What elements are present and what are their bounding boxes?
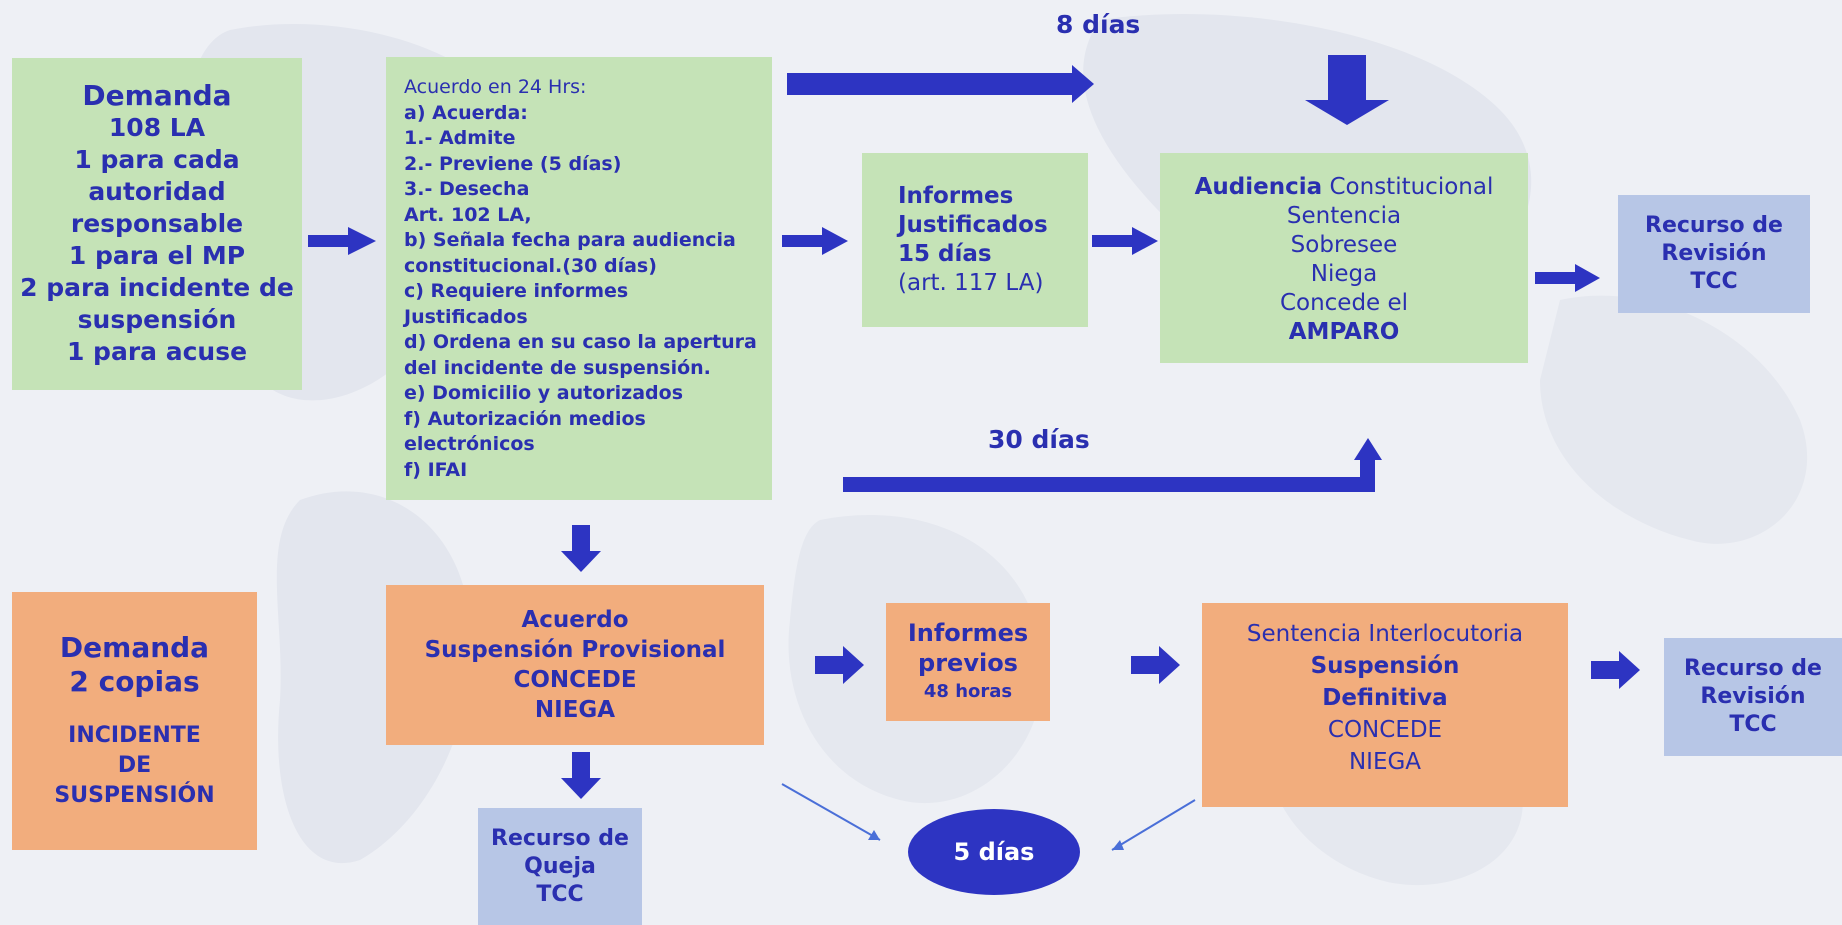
audiencia-amparo: AMPARO [1288, 319, 1400, 345]
acuerdo-line: f) Autorización medios [404, 407, 646, 430]
demanda-line: autoridad [88, 177, 226, 206]
recurso-line: Recurso de [1645, 213, 1783, 238]
demanda-line: 108 LA [108, 113, 206, 142]
audiencia-line: Sentencia [1286, 203, 1402, 229]
audiencia-line: Niega [1310, 261, 1378, 287]
sentencia-bold: Definitiva [1322, 685, 1448, 711]
acuerdo-line: del incidente de suspensión. [404, 356, 711, 379]
sentencia-line: CONCEDE [1327, 717, 1443, 743]
recurso2-line: Recurso de [1684, 656, 1822, 681]
audiencia-box: Audiencia Constitucional Sentencia Sobre… [1160, 153, 1528, 363]
sentencia-line: NIEGA [1348, 749, 1422, 775]
demanda-line: 1 para cada [74, 145, 240, 174]
acuerdo-susp-line: NIEGA [534, 697, 616, 723]
queja-line: Recurso de [491, 825, 629, 851]
acuerdo-line: constitucional.(30 días) [404, 254, 657, 277]
sentencia-interlocutoria-box: Sentencia Interlocutoria Suspensión Defi… [1202, 603, 1568, 807]
informes-previos-line: previos [918, 649, 1018, 677]
informes-justificados-box: Informes Justificados 15 días (art. 117 … [862, 153, 1088, 327]
informes-line: Informes [898, 183, 1014, 209]
acuerdo-line: Acuerdo en 24 Hrs: [404, 76, 587, 98]
demanda-susp-sub: SUSPENSIÓN [54, 783, 215, 808]
recurso-revision-box: Recurso de Revisión TCC [1618, 195, 1810, 313]
queja-line: TCC [536, 881, 584, 907]
informes-line: 15 días [898, 241, 992, 267]
sentencia-bold: Suspensión [1310, 653, 1460, 679]
demanda-suspension-box: Demanda 2 copias INCIDENTE DE SUSPENSIÓN [12, 592, 257, 850]
acuerdo-line: b) Señala fecha para audiencia [404, 229, 736, 251]
queja-line: Queja [524, 853, 596, 879]
acuerdo-line: electrónicos [404, 433, 535, 455]
demanda-susp-sub: INCIDENTE [68, 723, 201, 748]
sentencia-title: Sentencia Interlocutoria [1246, 621, 1524, 647]
acuerdo-line: e) Domicilio y autorizados [404, 382, 683, 404]
acuerdo-line: 2.- Previene (5 días) [404, 152, 622, 175]
recurso2-line: Revisión [1700, 684, 1806, 709]
label-8-dias: 8 días [1056, 10, 1141, 39]
informes-previos-sub: 48 horas [923, 681, 1013, 702]
acuerdo-suspension-box: Acuerdo Suspensión Provisional CONCEDE N… [386, 585, 764, 745]
informes-line: (art. 117 LA) [898, 270, 1044, 296]
audiencia-line: Concede el [1279, 290, 1409, 316]
demanda-line: 1 para acuse [66, 337, 248, 366]
informes-line: Justificados [898, 212, 1048, 238]
demanda-susp-sub: DE [117, 753, 152, 778]
demanda-susp-title: Demanda [59, 631, 210, 664]
label-30-dias: 30 días [988, 425, 1090, 454]
acuerdo-line: Justificados [404, 305, 528, 328]
acuerdo-line: 1.- Admite [404, 127, 516, 149]
acuerdo-line: Art. 102 LA, [404, 203, 532, 226]
acuerdo-line: c) Requiere informes [404, 280, 629, 302]
demanda-line: suspensión [77, 305, 237, 334]
acuerdo-24hrs-box: Acuerdo en 24 Hrs: a) Acuerda: 1.- Admit… [386, 57, 772, 500]
acuerdo-susp-line: Suspensión Provisional [424, 637, 726, 663]
demanda-line: 1 para el MP [68, 241, 246, 270]
informes-previos-box: Informes previos 48 horas [886, 603, 1050, 721]
audiencia-line: Sobresee [1290, 232, 1398, 258]
acuerdo-line: 3.- Desecha [404, 178, 530, 200]
demanda-line: responsable [70, 209, 244, 238]
acuerdo-line: d) Ordena en su caso la apertura [404, 331, 757, 353]
informes-previos-line: Informes [907, 619, 1029, 647]
demanda-susp-title: 2 copias [69, 665, 200, 698]
recurso-line: TCC [1690, 269, 1738, 294]
five-days-oval: 5 días [908, 809, 1080, 895]
recurso-revision-2-box: Recurso de Revisión TCC [1664, 638, 1842, 756]
demanda-amparo-box: Demanda 108 LA 1 para cada autoridad res… [12, 58, 302, 390]
recurso-line: Revisión [1661, 241, 1767, 266]
demanda-title: Demanda [82, 79, 232, 112]
demanda-line: 2 para incidente de [20, 273, 294, 302]
acuerdo-susp-line: CONCEDE [513, 667, 637, 693]
acuerdo-line: a) Acuerda: [404, 101, 528, 124]
acuerdo-susp-line: Acuerdo [521, 607, 629, 633]
recurso-queja-box: Recurso de Queja TCC [478, 808, 642, 925]
audiencia-title: Audiencia Constitucional [1194, 174, 1494, 200]
recurso2-line: TCC [1729, 712, 1777, 737]
acuerdo-line: f) IFAI [404, 458, 468, 481]
